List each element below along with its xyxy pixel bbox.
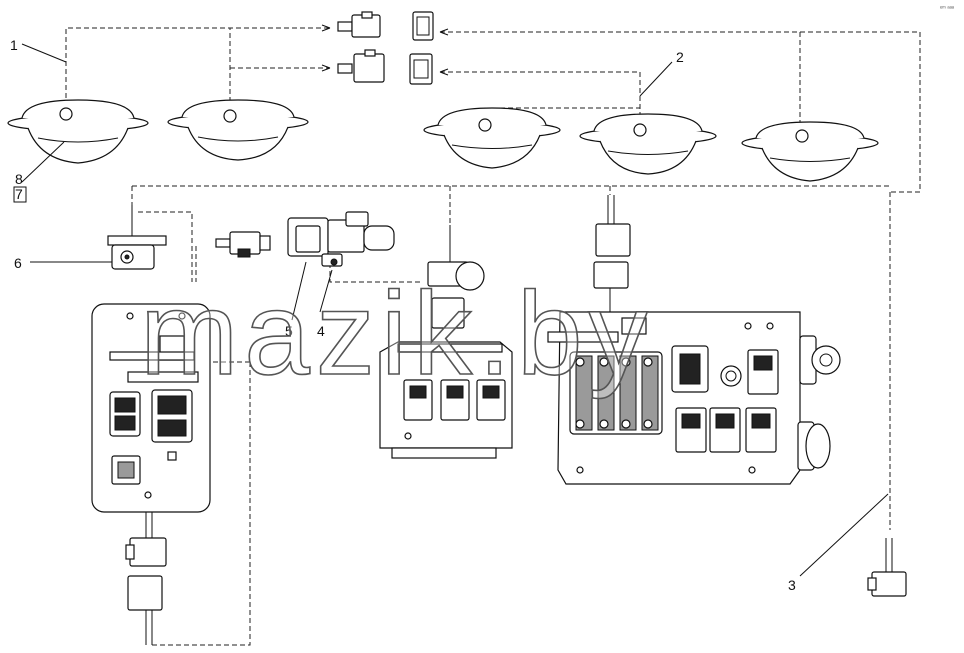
callout-8: 8 bbox=[15, 171, 23, 187]
callouts: 1 2 3 4 5 6 7 8 bbox=[10, 37, 796, 593]
relay-valve bbox=[287, 211, 395, 267]
ceiling-lamp-3 bbox=[423, 107, 561, 169]
watermark-text: mazik.by bbox=[140, 268, 654, 400]
callout-4: 4 bbox=[317, 323, 325, 339]
bottom-connector-left bbox=[125, 512, 167, 645]
connector-top-2 bbox=[337, 49, 433, 85]
corner-mark: ᵉᵐ ᵃᵃᵃ bbox=[940, 6, 955, 12]
bottom-connector-right bbox=[867, 538, 907, 597]
callout-2: 2 bbox=[676, 49, 684, 65]
leader-lines bbox=[21, 43, 889, 577]
callout-3: 3 bbox=[788, 577, 796, 593]
connector-mid bbox=[215, 231, 271, 258]
ceiling-lamp-5 bbox=[741, 121, 879, 182]
callout-5: 5 bbox=[285, 323, 293, 339]
right-main-panel bbox=[547, 195, 841, 485]
middle-switch-block bbox=[379, 225, 513, 459]
ceiling-lamp-1 bbox=[7, 99, 149, 164]
wiring-harness bbox=[65, 27, 921, 646]
callout-7: 7 bbox=[15, 186, 23, 202]
ceiling-lamp-2 bbox=[167, 99, 309, 161]
left-control-panel bbox=[91, 303, 211, 513]
ceiling-lamp-4 bbox=[579, 113, 717, 175]
callout-1: 1 bbox=[10, 37, 18, 53]
sensor-6 bbox=[107, 205, 167, 270]
connector-top-1 bbox=[337, 11, 434, 41]
callout-6: 6 bbox=[14, 255, 22, 271]
